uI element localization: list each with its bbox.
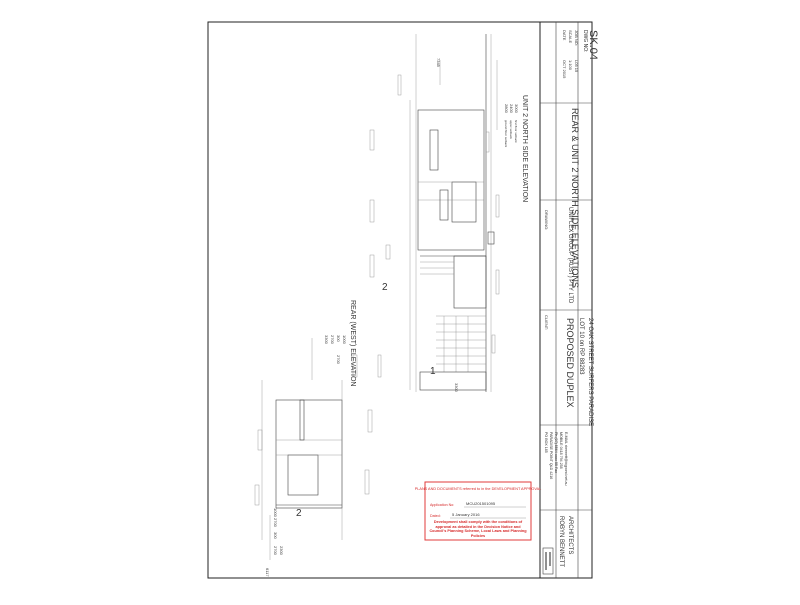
svg-text:1000: 1000 bbox=[273, 508, 278, 518]
drawing-title: REAR & UNIT 2 NORTH SIDE ELEVATIONS bbox=[570, 108, 580, 288]
stamp-dated-label: Dated: bbox=[430, 514, 441, 518]
rear-dimensions-top: 3300 2700 300 2700 1000 bbox=[324, 335, 347, 365]
svg-text:300: 300 bbox=[273, 532, 278, 539]
stamp-conditions: Development shall comply with the condit… bbox=[429, 520, 527, 538]
svg-text:2300: 2300 bbox=[279, 546, 284, 556]
job-no-value: L05 15 bbox=[574, 60, 579, 73]
stamp-heading: PLANS AND DOCUMENTS referred to in the D… bbox=[415, 487, 541, 491]
title-block: DWG NO: SK.04 DATE OCT 2015 SCALE 1:100 … bbox=[539, 21, 599, 579]
project-lot: LOT 10 on RP 88283 bbox=[578, 318, 584, 375]
svg-text:1000: 1000 bbox=[342, 335, 347, 345]
job-no-label: JOB NO: bbox=[574, 30, 579, 46]
rear-elevation: REAR (WEST) ELEVATION 3300 2700 300 2700… bbox=[254, 300, 373, 577]
scale-label: SCALE bbox=[568, 30, 573, 43]
date-label: DATE bbox=[562, 30, 567, 41]
dwg-number: SK.04 bbox=[587, 30, 599, 60]
rear-dimensions-bottom: 6117 2300 2700 300 2700 1000 bbox=[265, 508, 284, 577]
ground-floor-hatch bbox=[436, 315, 486, 372]
svg-text:upper setback: upper setback bbox=[509, 120, 513, 139]
project-title: PROPOSED DUPLEX bbox=[565, 318, 575, 408]
firm-logo-icon bbox=[542, 547, 554, 575]
svg-text:PO BOX 185: PO BOX 185 bbox=[544, 432, 548, 453]
firm-name-1: ROBYN BENNETT bbox=[558, 516, 564, 567]
svg-text:ground floor setback: ground floor setback bbox=[504, 120, 508, 148]
svg-text:3300: 3300 bbox=[324, 335, 329, 345]
client-name: UNIFLEX GROUP (AUST) PTY LTD bbox=[567, 207, 573, 304]
north-elevation-title: UNIT 2 NORTH SIDE ELEVATION bbox=[521, 95, 528, 202]
sheet-border bbox=[207, 21, 593, 579]
svg-text:6117: 6117 bbox=[265, 568, 270, 577]
svg-text:3000: 3000 bbox=[514, 104, 519, 114]
rear-unit-marker-2: 2 bbox=[296, 508, 302, 519]
scale-value: 1:100 bbox=[568, 60, 573, 71]
drawing-label: DRAWING: bbox=[544, 210, 549, 230]
svg-text:2700: 2700 bbox=[273, 546, 278, 556]
firm-name-2: ARCHITECTS bbox=[567, 516, 573, 554]
svg-text:2700: 2700 bbox=[330, 335, 335, 345]
svg-text:2800: 2800 bbox=[504, 104, 509, 114]
unit-marker-1: 1 bbox=[430, 366, 436, 377]
date-value: OCT 2015 bbox=[562, 60, 567, 79]
svg-text:Ph (07) 5564 xxxx 55 Fax: Ph (07) 5564 xxxx 55 Fax bbox=[554, 432, 558, 473]
level-notes: 2800 ground floor setback 2400 upper set… bbox=[504, 104, 519, 148]
approval-stamp: PLANS AND DOCUMENTS referred to in the D… bbox=[415, 481, 541, 541]
svg-text:300: 300 bbox=[336, 335, 341, 342]
office-details: PO BOX 185 PARADISE POINT QLD 4216 Ph (0… bbox=[544, 432, 568, 485]
north-elevation: UNIT 2 NORTH SIDE ELEVATION 2800 ground … bbox=[369, 34, 528, 393]
svg-text:MOBILE 0418 794 258: MOBILE 0418 794 258 bbox=[559, 432, 563, 469]
rl-label: 7345 bbox=[436, 58, 441, 68]
svg-text:2700: 2700 bbox=[336, 355, 341, 365]
svg-text:E-MAIL rbennett@bigpond.net.au: E-MAIL rbennett@bigpond.net.au bbox=[564, 432, 568, 485]
north-dim-3300: 3300 bbox=[454, 383, 459, 393]
stamp-application-no: MCU201501095 bbox=[466, 501, 496, 506]
rear-elevation-title: REAR (WEST) ELEVATION bbox=[349, 300, 356, 386]
svg-text:2700: 2700 bbox=[273, 518, 278, 528]
stamp-application-label: Application No: bbox=[430, 503, 454, 507]
project-address: 24 OAK STREET SURFERS PARADISE bbox=[587, 318, 593, 426]
svg-text:2400: 2400 bbox=[509, 104, 514, 114]
svg-text:first floor setback: first floor setback bbox=[514, 120, 518, 143]
dwg-no-label: DWG NO: bbox=[582, 30, 588, 53]
unit-marker-2: 2 bbox=[382, 282, 388, 293]
stamp-dated: 5 January 2016 bbox=[452, 512, 480, 517]
client-label: CLIENT: bbox=[544, 315, 549, 330]
svg-text:PARADISE POINT QLD 4216: PARADISE POINT QLD 4216 bbox=[549, 432, 553, 479]
